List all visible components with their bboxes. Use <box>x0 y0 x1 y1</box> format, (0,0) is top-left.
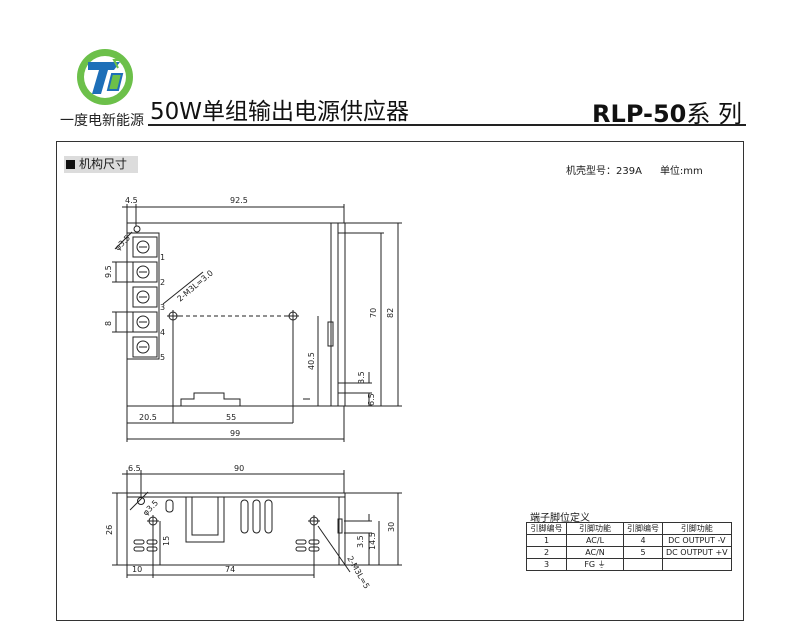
dim-3-5-front: 3.5 <box>357 371 366 384</box>
table-cell: AC/N <box>566 546 624 559</box>
table-cell: 3 <box>526 558 567 571</box>
table-header: 引脚功能 <box>566 522 624 535</box>
case-model: 机壳型号：239A <box>566 166 642 177</box>
header-rule <box>148 124 746 126</box>
pin-definition-table: 引脚编号 引脚功能 引脚编号 引脚功能 1 AC/L 4 DC OUTPUT -… <box>526 522 732 571</box>
dim-hole-side: φ3.5 <box>141 498 160 517</box>
dim-9-5: 9.5 <box>104 265 113 278</box>
table-row: 2 AC/N 5 DC OUTPUT +V <box>526 546 732 559</box>
dim-14-5: 14.5 <box>368 532 377 550</box>
dim-82: 82 <box>386 308 395 318</box>
terminal-num-1: 1 <box>160 253 165 262</box>
company-name: 一度电新能源 <box>60 113 144 129</box>
dim-74: 74 <box>225 565 235 574</box>
table-cell: 4 <box>623 534 663 547</box>
dim-15: 15 <box>162 536 171 546</box>
front-chassis-outline <box>126 222 346 407</box>
terminal-num-5: 5 <box>160 353 165 362</box>
table-header: 引脚编号 <box>623 522 663 535</box>
dim-3-5-side: 3.5 <box>356 535 365 548</box>
table-row: 3 FG ⏚ <box>526 558 732 571</box>
dim-92-5: 92.5 <box>230 196 248 205</box>
table-cell <box>623 558 663 571</box>
table-row: 1 AC/L 4 DC OUTPUT -V <box>526 534 732 547</box>
side-chassis-outline <box>126 492 346 566</box>
product-title: 50W单组输出电源供应器 <box>150 99 410 125</box>
series-suffix: 系 列 <box>686 100 742 128</box>
dim-10: 10 <box>132 565 142 574</box>
terminal-num-3: 3 <box>160 303 165 312</box>
section-header: 机构尺寸 <box>64 156 138 173</box>
dim-55: 55 <box>226 413 236 422</box>
dim-40-5: 40.5 <box>307 352 316 370</box>
table-cell: 1 <box>526 534 567 547</box>
table-cell: 2 <box>526 546 567 559</box>
table-cell: 5 <box>623 546 663 559</box>
table-cell: DC OUTPUT -V <box>662 534 732 547</box>
pin-table-caption: 端子脚位定义 <box>530 513 590 524</box>
terminal-block <box>126 232 160 360</box>
dim-99: 99 <box>230 429 240 438</box>
table-header: 引脚功能 <box>662 522 732 535</box>
dim-hole-front: φ3.5 <box>113 233 132 252</box>
dim-6-5-side: 6.5 <box>128 464 141 473</box>
terminal-num-2: 2 <box>160 278 165 287</box>
company-logo <box>77 49 133 105</box>
dim-70: 70 <box>369 308 378 318</box>
dim-30: 30 <box>387 522 396 532</box>
dim-90: 90 <box>234 464 244 473</box>
dim-8: 8 <box>104 321 113 326</box>
table-cell: DC OUTPUT +V <box>662 546 732 559</box>
table-cell: FG ⏚ <box>566 558 624 571</box>
dim-screw-side: 2-M3L=5 <box>345 555 371 591</box>
series-title: RLP-50系 列 <box>592 94 742 129</box>
bullet-square-icon <box>66 160 75 169</box>
terminal-screws <box>132 236 158 358</box>
terminal-num-4: 4 <box>160 328 165 337</box>
table-cell <box>662 558 732 571</box>
series-model: RLP-50 <box>592 100 687 128</box>
dim-screw-front: 2-M3L=3.0 <box>176 268 215 303</box>
table-cell: AC/L <box>566 534 624 547</box>
table-header: 引脚编号 <box>526 522 567 535</box>
case-info: 机壳型号：239A 单位:mm <box>566 162 721 177</box>
dim-4-5: 4.5 <box>125 196 138 205</box>
dim-20-5: 20.5 <box>139 413 157 422</box>
table-header-row: 引脚编号 引脚功能 引脚编号 引脚功能 <box>526 522 732 535</box>
dim-26: 26 <box>105 525 114 535</box>
unit-label: 单位:mm <box>659 166 703 177</box>
section-title: 机构尺寸 <box>79 157 128 171</box>
dim-6-5-front: 6.5 <box>367 393 376 406</box>
